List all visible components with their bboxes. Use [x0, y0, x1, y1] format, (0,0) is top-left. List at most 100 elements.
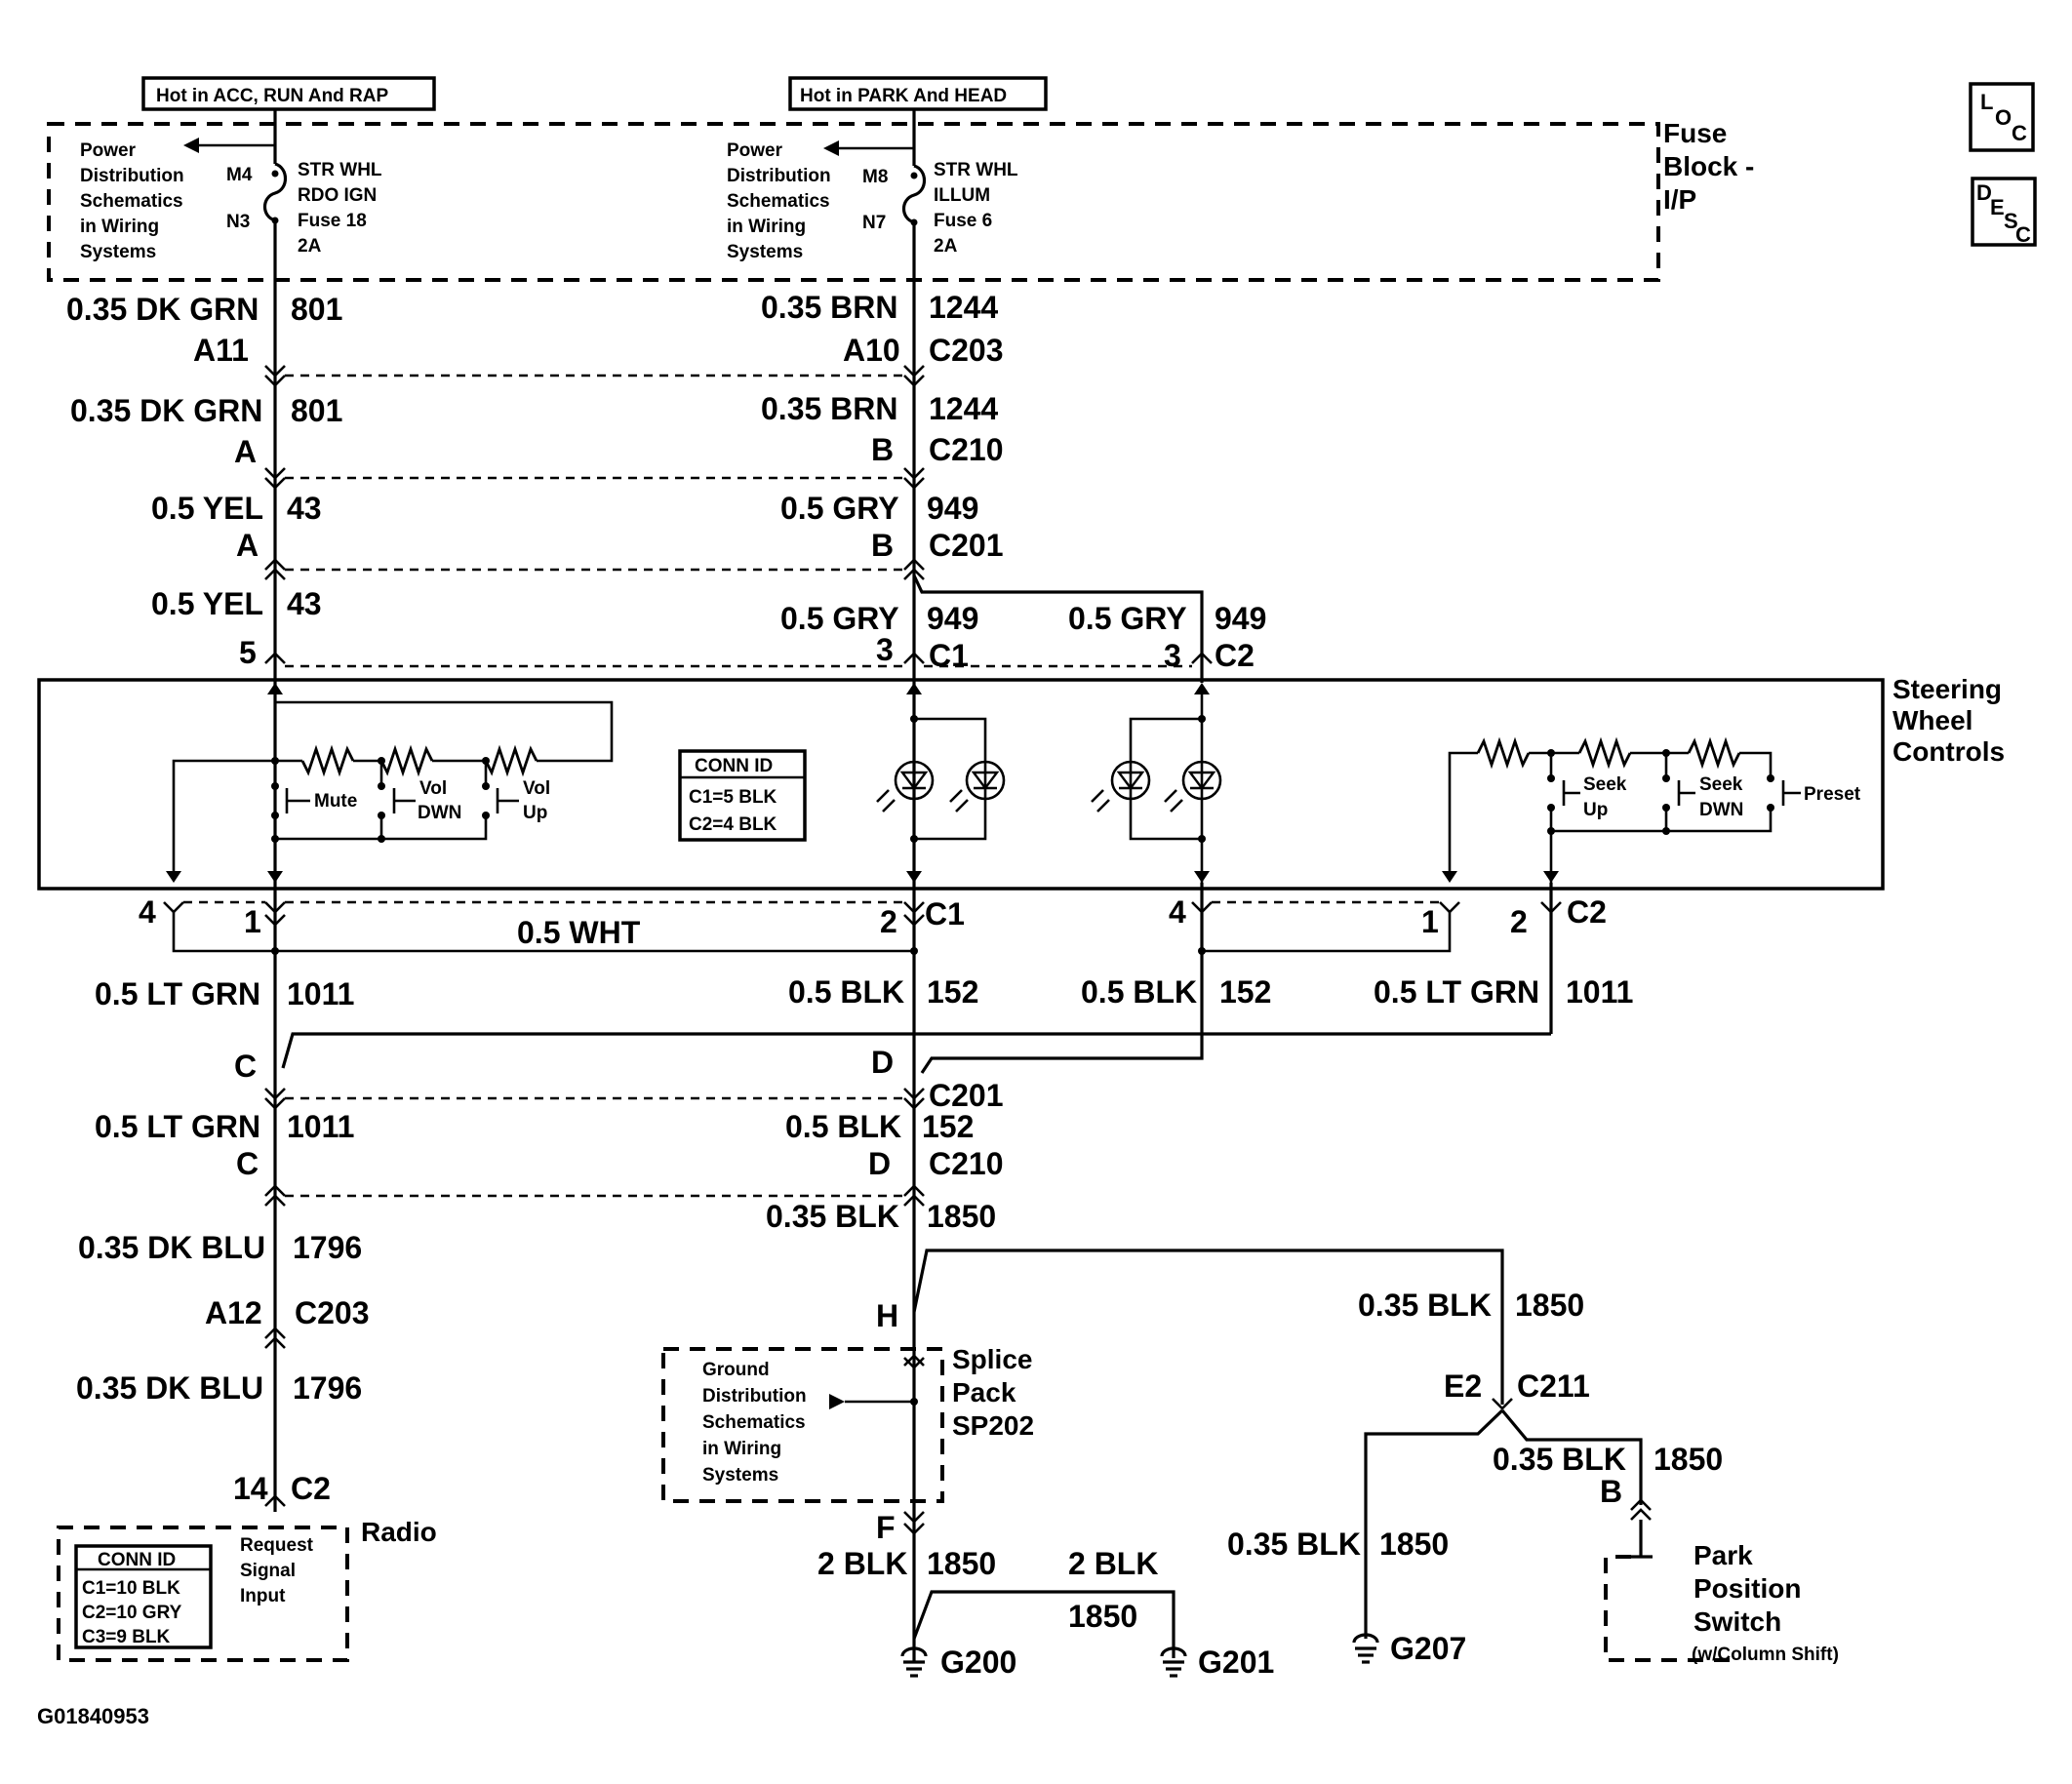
conn-id-table: CONN ID C1=5 BLK C2=4 BLK	[678, 749, 807, 842]
svg-text:Hot in PARK And HEAD: Hot in PARK And HEAD	[800, 86, 1007, 106]
wire-color-label: 0.5 YEL	[151, 586, 263, 621]
svg-text:Distribution: Distribution	[702, 1386, 807, 1407]
pin-label: 5	[239, 635, 257, 670]
pin-label: F	[876, 1510, 896, 1545]
svg-text:Power: Power	[80, 140, 137, 161]
svg-text:Wheel: Wheel	[1893, 705, 1972, 735]
svg-text:Steering: Steering	[1893, 674, 2002, 704]
connector-label: C2	[291, 1471, 331, 1506]
wire-color-label: 0.5 LT GRN	[95, 976, 260, 1011]
circuit-number: 1244	[929, 290, 998, 325]
svg-text:4: 4	[1169, 894, 1186, 930]
connector-label: C211	[1517, 1368, 1590, 1404]
connector-label: C210	[929, 432, 1004, 467]
svg-text:2: 2	[880, 904, 897, 939]
svg-text:Ground: Ground	[702, 1360, 770, 1380]
svg-text:Systems: Systems	[702, 1465, 778, 1486]
splice-pack-sp202: Splice Pack SP202 Ground Distribution Sc…	[661, 1344, 1034, 1503]
svg-text:Preset: Preset	[1804, 784, 1861, 805]
circuit-number: 1850	[1654, 1442, 1723, 1477]
svg-text:G207: G207	[1390, 1631, 1466, 1666]
svg-text:1: 1	[1421, 904, 1439, 939]
circuit-number: 43	[287, 586, 322, 621]
svg-text:M4: M4	[226, 165, 253, 185]
svg-text:Vol: Vol	[523, 778, 550, 799]
circuit-number: 1850	[1515, 1288, 1584, 1323]
park-position-switch: Park Position Switch (w/Column Shift)	[1604, 1520, 1839, 1665]
loc-icon[interactable]: L O C	[1969, 82, 2035, 152]
hot-park-label: Hot in PARK And HEAD	[788, 76, 1048, 111]
svg-text:L: L	[1980, 90, 1993, 114]
svg-text:SP202: SP202	[952, 1410, 1034, 1441]
wire-1011-join	[281, 1032, 1551, 1069]
wire-color-label: 0.5 GRY	[780, 601, 899, 636]
circuit-number: 152	[927, 974, 978, 1010]
pin-label: A	[234, 434, 257, 469]
circuit-number: 801	[291, 292, 342, 327]
wire-color-label: 0.5 LT GRN	[1374, 974, 1539, 1010]
svg-text:O: O	[1995, 105, 2012, 130]
pin-label: A10	[843, 333, 900, 368]
circuit-number: 1011	[287, 1109, 354, 1144]
wire-color-label: 0.35 DK GRN	[66, 292, 259, 327]
wire-color-label: 0.5 GRY	[780, 491, 899, 526]
desc-icon[interactable]: D E S C	[1971, 177, 2037, 247]
svg-text:2: 2	[1510, 904, 1528, 939]
svg-text:Position: Position	[1693, 1573, 1801, 1604]
pin-label: H	[876, 1298, 898, 1333]
pin-label: D	[871, 1045, 894, 1080]
svg-text:1: 1	[244, 904, 261, 939]
connector-label: C1	[929, 638, 969, 673]
svg-text:I/P: I/P	[1663, 184, 1696, 215]
ground-g201: G201	[1160, 1645, 1274, 1680]
pin-label: B	[1600, 1474, 1622, 1509]
svg-text:Power: Power	[727, 140, 783, 161]
svg-text:in Wiring: in Wiring	[727, 217, 806, 237]
pin-label: 3	[876, 632, 894, 667]
svg-text:C2=10 GRY: C2=10 GRY	[82, 1603, 182, 1623]
svg-text:CONN ID: CONN ID	[98, 1550, 176, 1570]
svg-text:Schematics: Schematics	[727, 191, 830, 212]
arrow-left-icon	[183, 138, 199, 153]
svg-text:ILLUM: ILLUM	[934, 185, 990, 206]
svg-text:Seek: Seek	[1583, 774, 1627, 795]
left-switch-network: Mute Vol DWN Vol Up	[166, 680, 614, 883]
svg-text:0.5 WHT: 0.5 WHT	[517, 915, 641, 950]
radio-conn-id-table: CONN ID C1=10 BLK C2=10 GRY C3=9 BLK	[74, 1544, 213, 1649]
wire-color-label: 0.5 LT GRN	[95, 1109, 260, 1144]
svg-text:G200: G200	[940, 1645, 1016, 1680]
led-icon	[1110, 760, 1151, 801]
connector-marks-mid	[903, 365, 925, 1535]
pin-label: B	[871, 528, 894, 563]
wire-1850-g201	[912, 1590, 1175, 1658]
svg-text:2A: 2A	[934, 236, 958, 257]
led-icon	[1181, 760, 1222, 801]
svg-text:N3: N3	[226, 212, 250, 232]
circuit-number: 949	[927, 601, 978, 636]
svg-text:Radio: Radio	[361, 1517, 437, 1547]
connector-label: C203	[929, 333, 1004, 368]
led-lamps-c2	[1091, 683, 1222, 883]
wire-color-label: 0.35 BRN	[761, 290, 898, 325]
fuse-block: Fuse Block - I/P Power Distribution Sche…	[47, 118, 1754, 282]
connector-label: C210	[929, 1146, 1004, 1181]
circuit-number: 1850	[927, 1199, 996, 1234]
circuit-number: 1796	[293, 1230, 362, 1265]
pin-label: 14	[233, 1471, 268, 1506]
wire-color-label: 0.5 BLK	[785, 1109, 901, 1144]
circuit-number: 152	[1219, 974, 1271, 1010]
radio: Radio CONN ID C1=10 BLK C2=10 GRY C3=9 B…	[57, 1517, 437, 1662]
svg-text:Mute: Mute	[314, 791, 357, 812]
wire-color-label: 0.5 GRY	[1068, 601, 1187, 636]
svg-text:DWN: DWN	[418, 803, 461, 823]
connector-marks-left	[264, 365, 286, 1507]
svg-text:Fuse: Fuse	[1663, 118, 1727, 148]
fuse-symbol-icon	[262, 110, 288, 224]
circuit-number: 949	[1215, 601, 1266, 636]
wire-color-label: 2 BLK	[1068, 1546, 1158, 1581]
svg-text:C1=10 BLK: C1=10 BLK	[82, 1578, 180, 1599]
c1-c2-connectors: 4 1 0.5 WHT 2 C1 4 1 2 C2	[139, 883, 1607, 1034]
svg-text:RDO IGN: RDO IGN	[298, 185, 377, 206]
wire-color-label: 0.35 BRN	[761, 391, 898, 426]
